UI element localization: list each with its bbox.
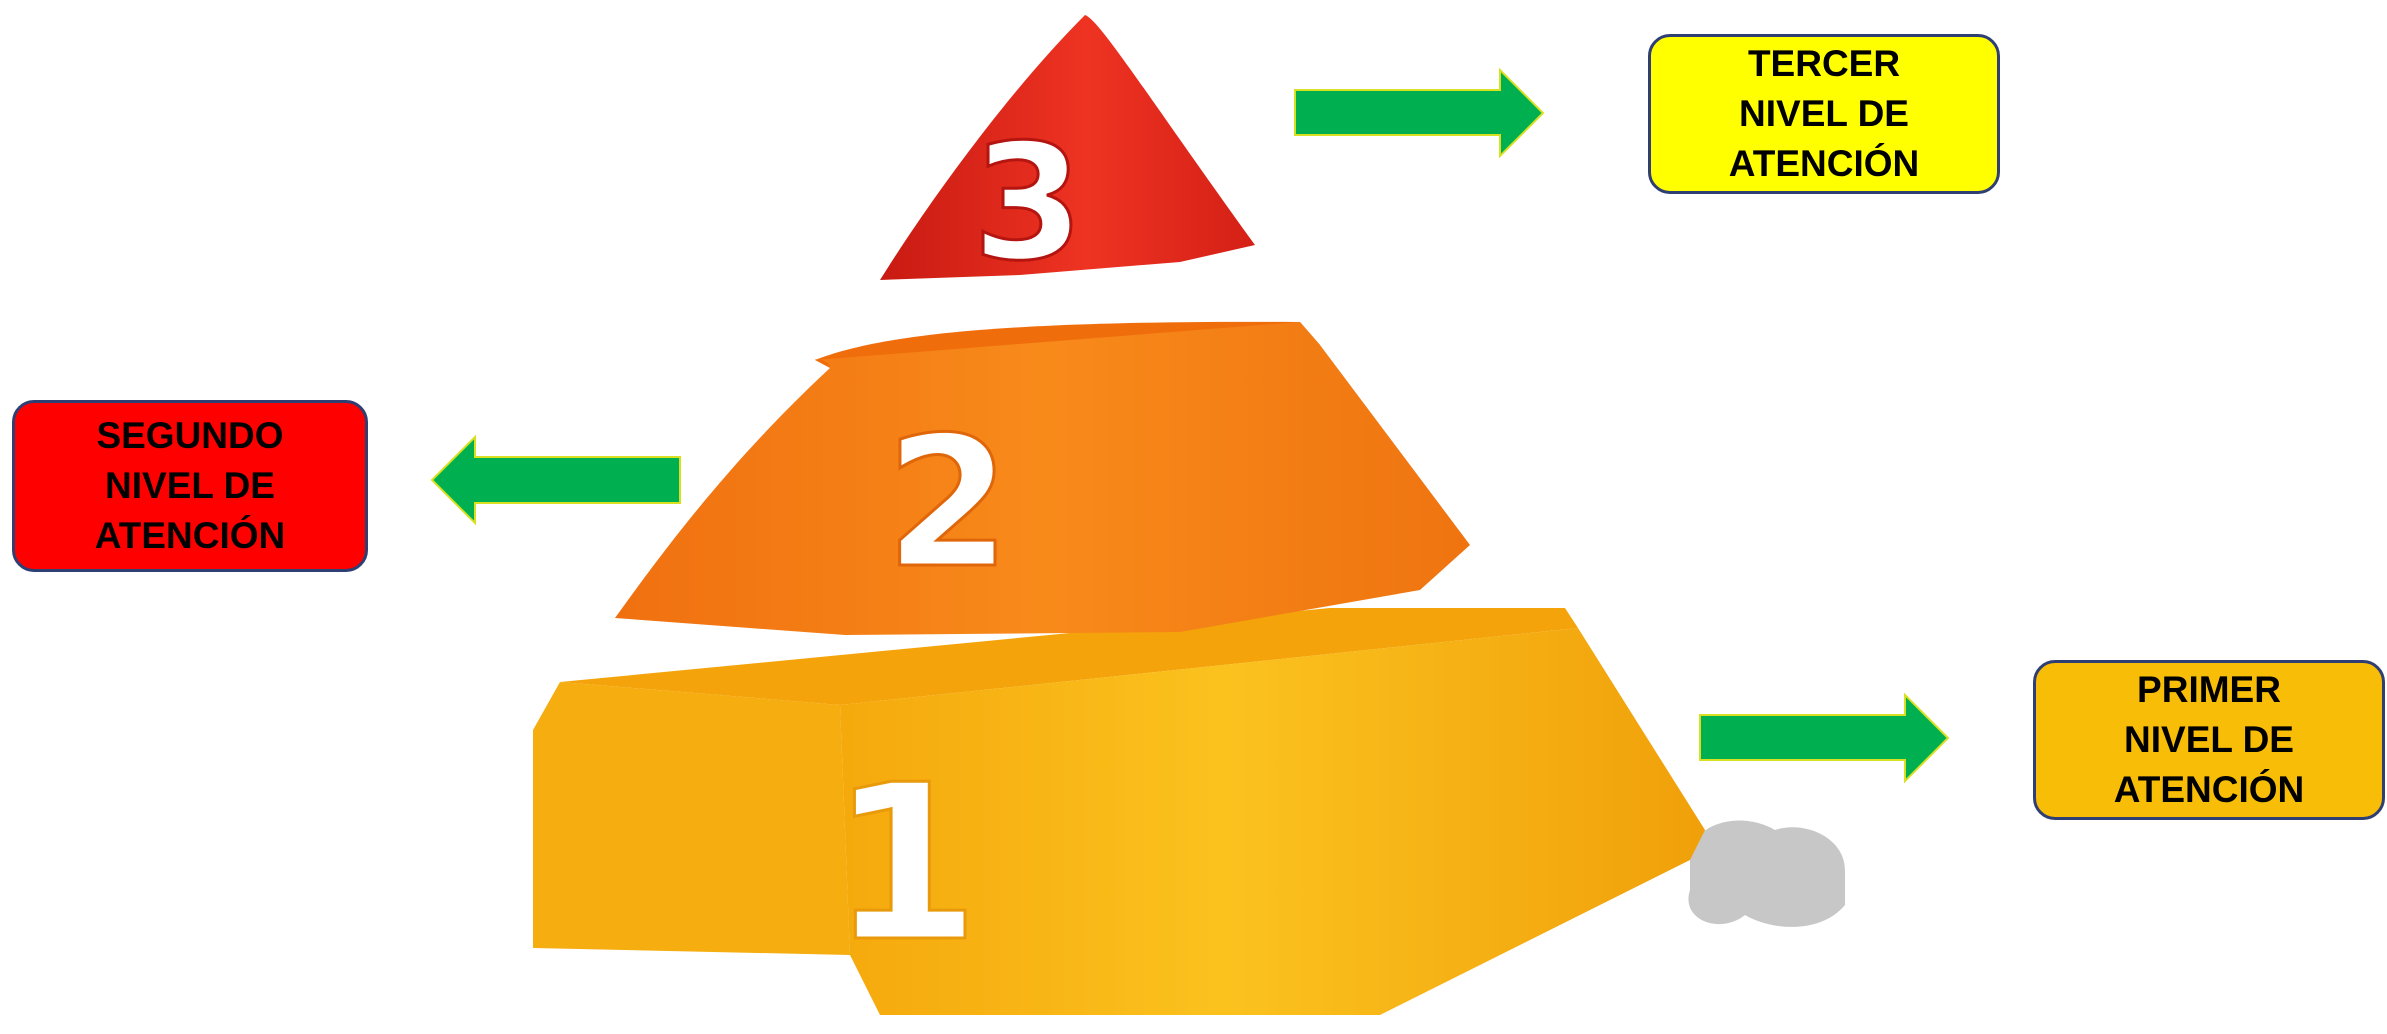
tier-2-front-face (615, 322, 1470, 635)
arrow-right-to-tercer (1295, 70, 1543, 156)
label-line: SEGUNDO (96, 411, 283, 461)
pyramid-tier-1 (533, 608, 1705, 1015)
label-line: TERCER (1748, 39, 1900, 89)
tier-1-number: 1 (830, 738, 980, 989)
label-line: ATENCIÓN (2114, 765, 2304, 815)
tier-1-left-face (533, 682, 850, 955)
tier-3-number: 3 (972, 109, 1083, 296)
arrow-right-to-primer (1700, 695, 1948, 781)
label-line: NIVEL DE (2124, 715, 2294, 765)
tier-2-number: 2 (885, 399, 1010, 608)
label-line: ATENCIÓN (1729, 139, 1919, 189)
arrow-left-to-segundo (432, 437, 680, 523)
label-line: NIVEL DE (105, 461, 275, 511)
pyramid-tier-2 (615, 322, 1470, 635)
label-line: PRIMER (2137, 665, 2281, 715)
label-line: ATENCIÓN (95, 511, 285, 561)
segundo-nivel-label: SEGUNDO NIVEL DE ATENCIÓN (12, 400, 368, 572)
label-line: NIVEL DE (1739, 89, 1909, 139)
shadow-blob (1688, 820, 1845, 926)
primer-nivel-label: PRIMER NIVEL DE ATENCIÓN (2033, 660, 2385, 820)
tercer-nivel-label: TERCER NIVEL DE ATENCIÓN (1648, 34, 2000, 194)
